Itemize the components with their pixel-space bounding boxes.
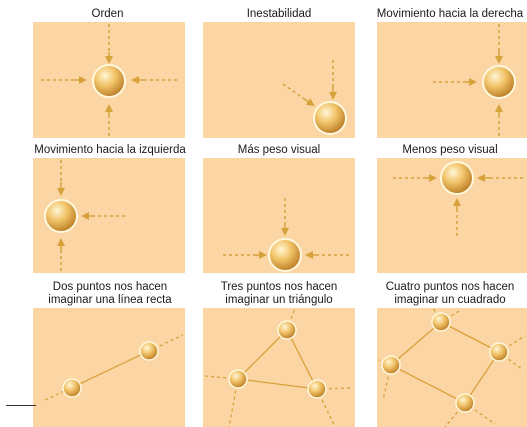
arrow-diagonal-icon <box>302 97 315 107</box>
menos-peso-diagram <box>393 161 523 236</box>
point-icon <box>431 312 451 332</box>
caption-dos-puntos-2: imaginar una línea recta <box>48 294 172 306</box>
ball-icon <box>482 65 516 99</box>
point-icon <box>381 355 401 375</box>
panel-dos-puntos-canvas <box>33 308 185 427</box>
caption-mov-derecha: Movimiento hacia la derecha <box>376 8 524 20</box>
panel-menos-peso-canvas <box>377 158 527 273</box>
caption-menos-peso: Menos peso visual <box>402 144 498 156</box>
panel-mas-peso-canvas <box>203 158 355 273</box>
point-icon <box>277 320 297 340</box>
panel-orden-canvas <box>33 22 185 138</box>
caption-inestabilidad: Inestabilidad <box>246 8 312 20</box>
panel-tres-puntos: Tres puntos nos hacen imaginar un triáng… <box>203 275 355 427</box>
mov-izquierda-diagram <box>44 160 125 271</box>
panel-dos-puntos: Dos puntos nos hacen imaginar una línea … <box>30 275 190 427</box>
margin-rule <box>6 405 36 406</box>
caption-mov-izquierda: Movimiento hacia la izquierda <box>34 144 186 156</box>
ball-icon <box>313 101 347 135</box>
caption-dos-puntos-1: Dos puntos nos hacen <box>52 281 168 293</box>
panel-tres-puntos-canvas <box>203 307 355 427</box>
dos-puntos-diagram <box>44 334 184 401</box>
caption-cuatro-puntos-2: imaginar un cuadrado <box>394 294 506 306</box>
panel-mas-peso: Más peso visual <box>203 140 355 275</box>
cuatro-puntos-diagram <box>378 307 526 427</box>
panel-inestabilidad: Inestabilidad <box>203 0 355 140</box>
panel-mov-derecha: Movimiento hacia la derecha <box>373 0 527 140</box>
caption-orden: Orden <box>91 8 124 20</box>
inestabilidad-diagram <box>282 60 347 135</box>
mov-derecha-diagram <box>433 24 516 136</box>
panel-menos-peso: Menos peso visual <box>373 140 527 275</box>
point-icon <box>307 379 327 399</box>
point-icon <box>455 393 475 413</box>
orden-diagram <box>41 24 177 136</box>
ball-icon <box>268 238 302 272</box>
caption-tres-puntos-1: Tres puntos nos hacen <box>220 281 338 293</box>
ball-icon <box>440 161 474 195</box>
panel-mov-derecha-canvas <box>377 22 527 138</box>
panel-cuatro-puntos-canvas <box>377 307 527 427</box>
ball-icon <box>92 64 126 98</box>
caption-tres-puntos-2: imaginar un triángulo <box>225 294 333 306</box>
point-icon <box>489 342 509 362</box>
panel-mov-izquierda: Movimiento hacia la izquierda <box>30 140 190 275</box>
ball-icon <box>44 199 78 233</box>
caption-cuatro-puntos-1: Cuatro puntos nos hacen <box>385 281 515 293</box>
point-icon <box>62 378 82 398</box>
caption-mas-peso: Más peso visual <box>237 144 321 156</box>
triangle-lines <box>237 329 318 390</box>
panel-orden: Orden <box>30 0 185 140</box>
connector-line <box>70 350 150 389</box>
mas-peso-diagram <box>223 198 349 272</box>
square-lines <box>390 321 500 404</box>
panel-mov-izquierda-canvas <box>33 158 185 273</box>
panel-inestabilidad-canvas <box>203 22 355 138</box>
tres-puntos-diagram <box>204 307 354 427</box>
point-icon <box>228 369 248 389</box>
point-icon <box>139 341 159 361</box>
panel-cuatro-puntos: Cuatro puntos nos hacen imaginar un cuad… <box>373 275 527 427</box>
